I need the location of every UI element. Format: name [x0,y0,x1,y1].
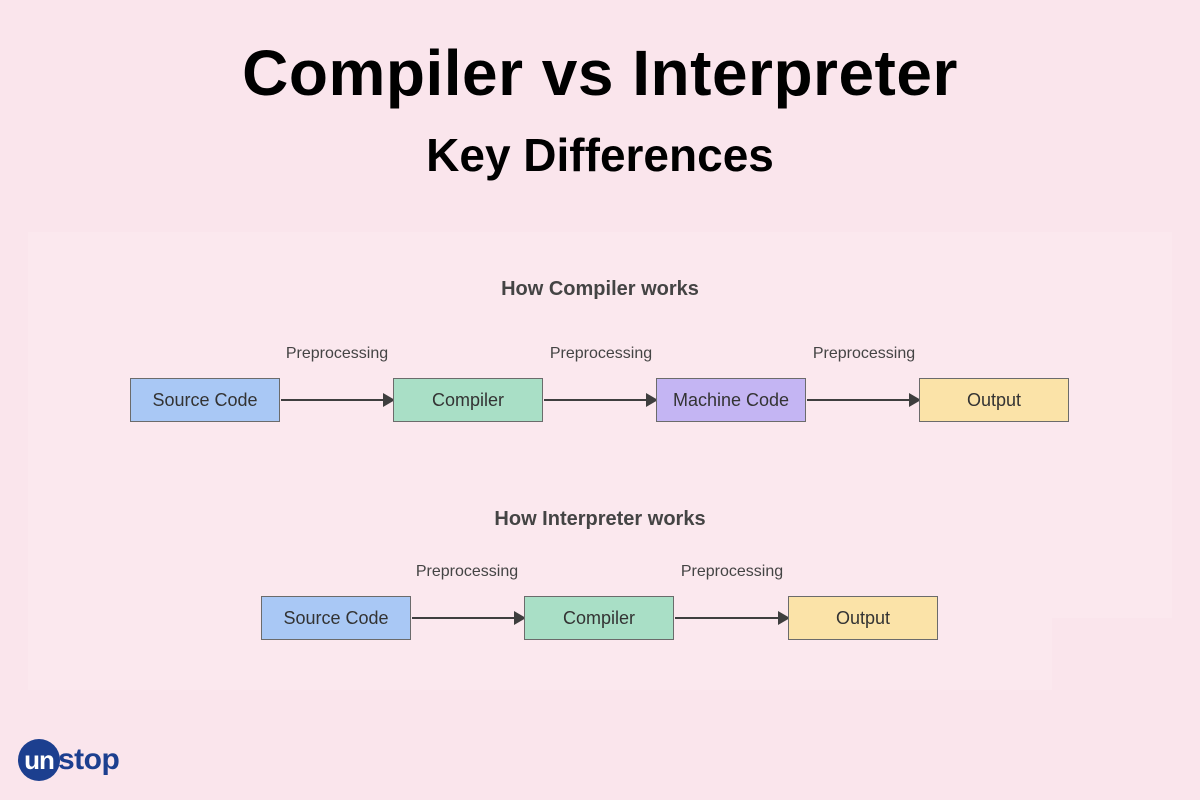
compiler-arrow-1 [281,393,395,407]
compiler-edge-label-3: Preprocessing [812,345,916,362]
compiler-edge-label-1: Preprocessing [285,345,389,362]
logo-mark: un [18,739,60,781]
compiler-flow-title: How Compiler works [501,278,699,300]
interpreter-edge-label-1: Preprocessing [415,563,519,580]
compiler-edge-label-2: Preprocessing [549,345,653,362]
compiler-node-output: Output [919,378,1069,422]
interpreter-edge-label-2: Preprocessing [680,563,784,580]
compiler-node-machine-code: Machine Code [656,378,806,422]
logo-wordmark: stop [58,743,120,776]
interpreter-node-source-code: Source Code [261,596,411,640]
compiler-node-compiler: Compiler [393,378,543,422]
unstop-logo: un stop [18,738,120,782]
arrow-head-icon [383,393,395,407]
compiler-arrow-2 [544,393,658,407]
interpreter-arrow-1 [412,611,526,625]
interpreter-node-output: Output [788,596,938,640]
compiler-node-source-code: Source Code [130,378,280,422]
arrow-head-icon [646,393,658,407]
interpreter-flow-title: How Interpreter works [494,508,706,530]
interpreter-arrow-2 [675,611,790,625]
arrow-head-icon [909,393,921,407]
page-title: Compiler vs Interpreter [242,37,958,109]
interpreter-node-compiler: Compiler [524,596,674,640]
compiler-arrow-3 [807,393,921,407]
arrow-head-icon [514,611,526,625]
panel-corner [1052,618,1172,690]
arrow-head-icon [778,611,790,625]
page-subtitle: Key Differences [426,129,774,181]
